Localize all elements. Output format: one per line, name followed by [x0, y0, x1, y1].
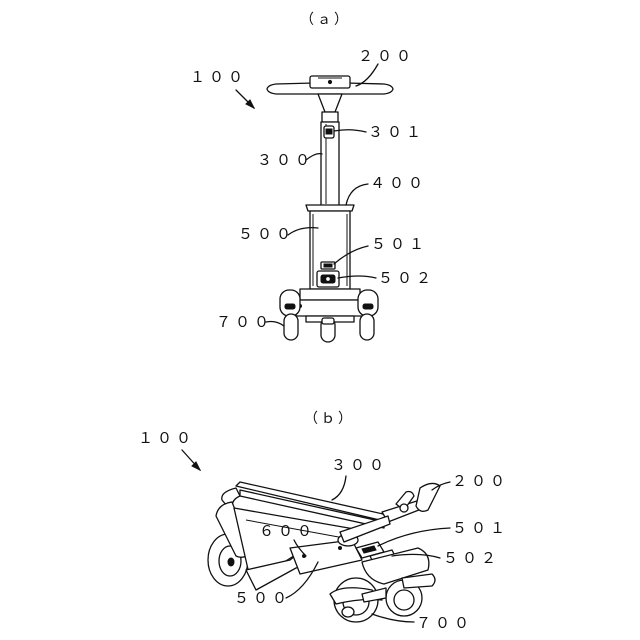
figure-b: （ｂ）: [138, 411, 509, 632]
base-wheels-a: [280, 289, 378, 342]
label-600-b: ６００: [259, 522, 316, 540]
label-100-b: １００: [138, 429, 195, 447]
label-500-a: ５００: [238, 225, 295, 243]
label-500-b: ５００: [234, 589, 291, 607]
label-700-b: ７００: [416, 614, 473, 632]
caption-a: （ａ）: [300, 12, 351, 28]
handle-bar-a: [267, 76, 393, 112]
label-700-a: ７００: [216, 313, 273, 331]
label-502-a: ５０２: [378, 269, 435, 287]
label-300-b: ３００: [331, 456, 388, 474]
caption-b: （ｂ）: [304, 411, 355, 427]
label-501-a: ５０１: [371, 235, 428, 253]
figure-a: （ａ）: [190, 12, 435, 342]
collar-a: [306, 205, 354, 211]
label-400-a: ４００: [370, 174, 427, 192]
label-200-a: ２００: [358, 47, 415, 65]
label-301-a: ３０１: [368, 123, 425, 141]
label-200-b: ２００: [452, 472, 509, 490]
pole-a: [321, 112, 339, 206]
label-100-a: １００: [190, 68, 247, 86]
label-502-b: ５０２: [443, 549, 500, 567]
label-501-b: ５０１: [452, 519, 509, 537]
